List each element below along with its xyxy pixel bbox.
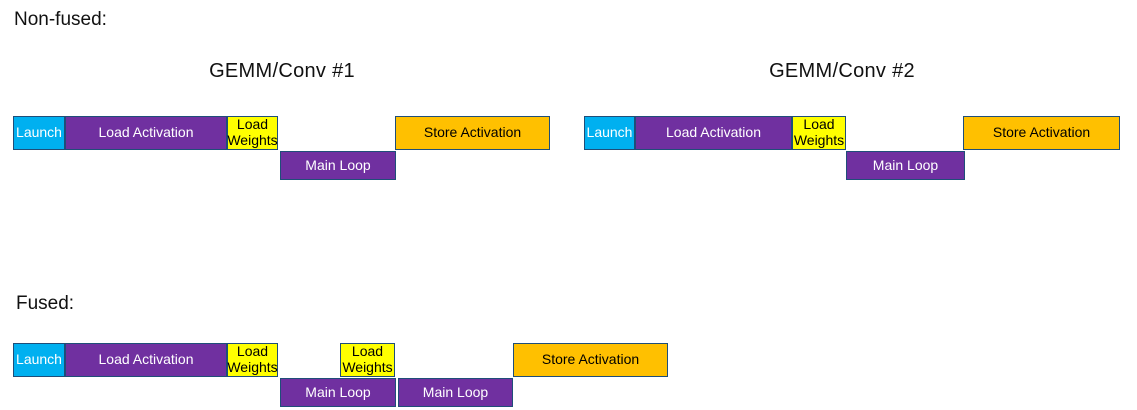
fused-load-weights-block: Load Weights [340,343,395,377]
non-fused-gemm2-store-activation-block: Store Activation [963,116,1120,150]
gemm-conv-1-title: GEMM/Conv #1 [209,60,355,82]
non-fused-gemm1-store-activation-block: Store Activation [395,116,550,150]
non-fused-gemm2-load-weights-block: Load Weights [792,116,846,150]
non-fused-gemm1-launch-block: Launch [13,116,65,150]
fused-section-label: Fused: [16,293,75,314]
fused-main-loop-block: Main Loop [398,378,513,407]
non-fused-gemm2-launch-block: Launch [584,116,635,150]
gemm-conv-2-title: GEMM/Conv #2 [769,60,915,82]
fused-main-loop-block: Main Loop [280,378,396,407]
non-fused-gemm2-main-loop-block: Main Loop [846,151,965,180]
fused-load-activation-block: Load Activation [65,343,227,377]
fused-store-activation-block: Store Activation [513,343,668,377]
non-fused-gemm1-load-activation-block: Load Activation [65,116,227,150]
fused-load-weights-block: Load Weights [227,343,278,377]
non-fused-gemm2-load-activation-block: Load Activation [635,116,792,150]
non-fused-gemm1-load-weights-block: Load Weights [227,116,278,150]
non-fused-section-label: Non-fused: [14,9,107,30]
non-fused-gemm1-main-loop-block: Main Loop [280,151,396,180]
fused-launch-block: Launch [13,343,65,377]
